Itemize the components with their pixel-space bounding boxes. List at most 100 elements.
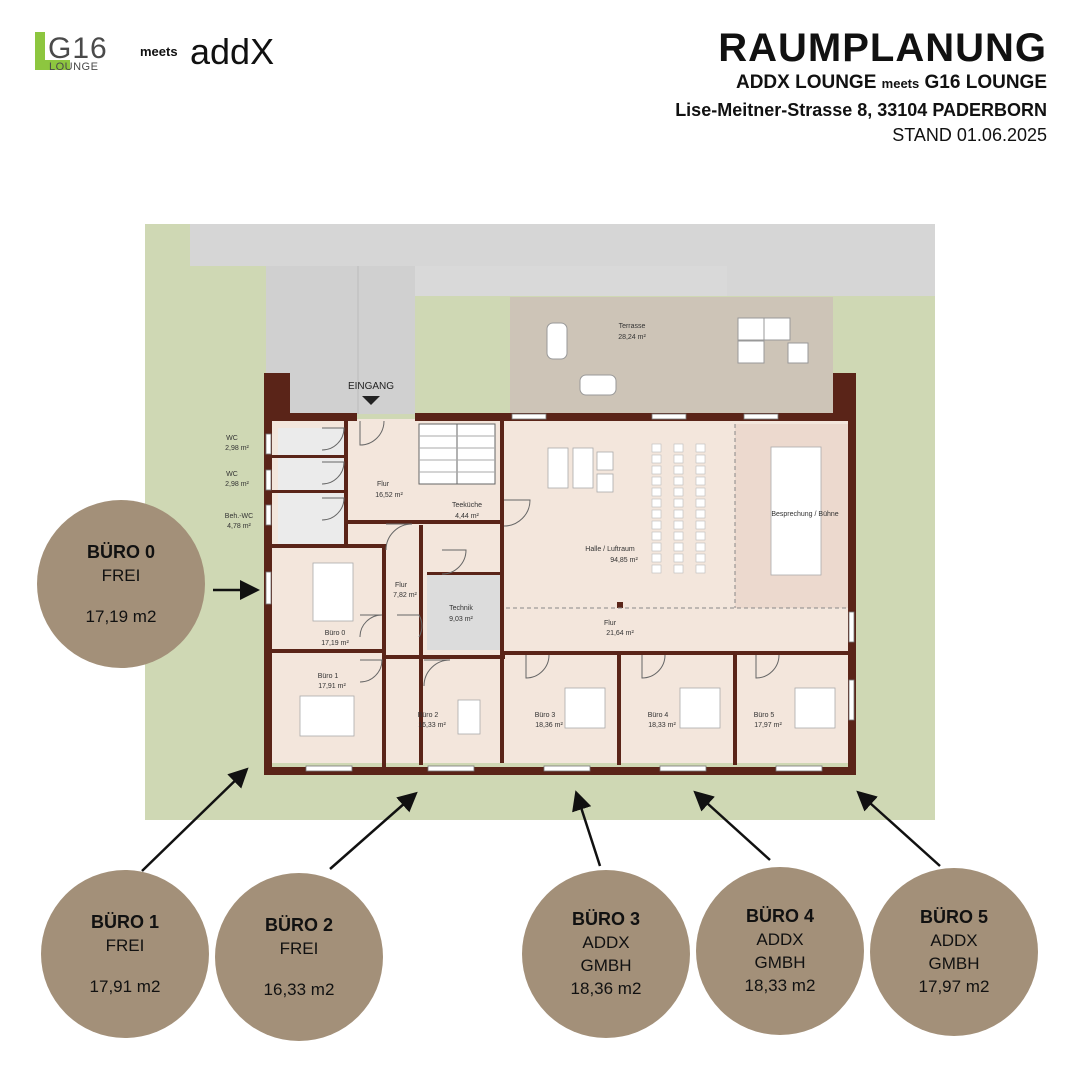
lounge-seat xyxy=(787,342,809,364)
office-area: 17,91 m2 xyxy=(89,976,161,996)
room-area-buero0: 17,19 m² xyxy=(321,640,349,647)
seat xyxy=(651,509,662,519)
room-area-flur3: 21,64 m² xyxy=(606,630,634,637)
seat xyxy=(695,520,706,530)
arrow-buero3 xyxy=(572,790,602,867)
room-name-buero3: Büro 3 xyxy=(535,712,556,719)
wc-floor xyxy=(278,428,344,544)
office-area: 18,33 m2 xyxy=(744,976,816,995)
seat xyxy=(673,509,684,519)
windows xyxy=(265,413,855,772)
seat xyxy=(673,476,684,486)
entrance-arrow-icon xyxy=(362,396,380,405)
paving-right xyxy=(727,266,935,296)
room-area-buero5: 17,97 m² xyxy=(754,722,782,729)
office-name: BÜRO 5 xyxy=(919,907,988,927)
room-area-buero4: 18,33 m² xyxy=(648,722,676,729)
paving-top xyxy=(190,224,935,266)
seat-rows xyxy=(651,443,706,574)
room-name-buero4: Büro 4 xyxy=(648,712,669,719)
lounge-chair xyxy=(546,322,568,360)
room-name-halle: Halle / Luftraum xyxy=(585,546,635,553)
seat xyxy=(673,553,684,563)
seat xyxy=(651,531,662,541)
room-name-buero0: Büro 0 xyxy=(325,630,346,637)
seat xyxy=(695,476,706,486)
room-labels: Terrasse 28,24 m² WC 2,98 m² WC 2,98 m² … xyxy=(225,323,839,729)
seat xyxy=(673,520,684,530)
seat xyxy=(695,454,706,464)
room-name-wc2: WC xyxy=(226,471,238,478)
seat xyxy=(695,564,706,574)
room-name-behwc: Beh.-WC xyxy=(225,513,253,520)
room-name-flur3: Flur xyxy=(604,620,617,627)
office-badge-buero3: BÜRO 3 ADDX GMBH 18,36 m2 xyxy=(522,870,690,1038)
driveway xyxy=(266,266,415,414)
seat xyxy=(651,443,662,453)
office-area: 17,19 m2 xyxy=(85,606,157,626)
room-name-flur2: Flur xyxy=(395,582,408,589)
pointer-arrows xyxy=(141,580,941,872)
room-area-technik: 9,03 m² xyxy=(449,616,473,623)
paving-mid xyxy=(415,266,727,296)
subtitle-right: G16 LOUNGE xyxy=(924,72,1047,93)
seat xyxy=(695,443,706,453)
office-tenant-line1: ADDX xyxy=(930,931,978,950)
room-area-behwc: 4,78 m² xyxy=(227,523,251,530)
seat xyxy=(651,498,662,508)
office-name: BÜRO 3 xyxy=(571,909,640,929)
office-name: BÜRO 2 xyxy=(264,914,333,935)
logo-addx: addX xyxy=(190,31,274,72)
room-area-flur1: 16,52 m² xyxy=(375,492,403,499)
seat xyxy=(695,465,706,475)
office-status: FREI xyxy=(101,565,141,585)
seat xyxy=(673,454,684,464)
office-badge-buero5: BÜRO 5 ADDX GMBH 17,97 m2 xyxy=(870,868,1038,1036)
seat xyxy=(695,487,706,497)
office-tenant-line2: GMBH xyxy=(580,956,632,975)
seat xyxy=(651,542,662,552)
page-date: STAND 01.06.2025 xyxy=(892,125,1047,145)
seat xyxy=(651,476,662,486)
room-name-wc1: WC xyxy=(226,435,238,442)
office-area: 17,97 m2 xyxy=(918,977,990,996)
room-area-terrasse: 28,24 m² xyxy=(618,334,646,341)
room-name-buero2: Büro 2 xyxy=(418,712,439,719)
office-status: FREI xyxy=(279,938,319,958)
room-name-technik: Technik xyxy=(449,605,473,612)
logo-lounge: LOUNGE xyxy=(49,61,98,73)
subtitle-left: ADDX LOUNGE xyxy=(735,72,877,93)
office-tenant-line2: GMBH xyxy=(754,953,806,972)
office-area: 16,33 m2 xyxy=(263,979,335,999)
office-tenant-line1: ADDX xyxy=(756,930,804,949)
office-name: BÜRO 4 xyxy=(745,906,814,926)
arrow-buero1 xyxy=(141,767,249,872)
arrow-buero4 xyxy=(693,790,771,861)
g16-leaf-icon xyxy=(35,32,70,70)
seat xyxy=(673,564,684,574)
arrow-buero5 xyxy=(856,790,941,867)
room-area-wc2: 2,98 m² xyxy=(225,481,249,488)
seat xyxy=(651,553,662,563)
office-badge-buero2: BÜRO 2 FREI 16,33 m2 xyxy=(215,873,383,1041)
technik-floor xyxy=(427,572,500,650)
seat xyxy=(651,465,662,475)
seat xyxy=(673,487,684,497)
arrow-buero2 xyxy=(329,791,418,870)
seat xyxy=(695,531,706,541)
room-name-buero5: Büro 5 xyxy=(754,712,775,719)
logo-meets: meets xyxy=(140,44,178,59)
seat xyxy=(673,531,684,541)
seat xyxy=(695,553,706,563)
hall-furniture xyxy=(547,446,822,576)
subtitle-meets: meets xyxy=(881,76,920,91)
seat xyxy=(673,542,684,552)
room-area-flur2: 7,82 m² xyxy=(393,592,417,599)
lounge-seat xyxy=(737,340,765,364)
seat xyxy=(695,542,706,552)
seat xyxy=(695,509,706,519)
office-badge-buero4: BÜRO 4 ADDX GMBH 18,33 m2 xyxy=(696,867,864,1035)
office-badge-buero0: BÜRO 0 FREI 17,19 m2 xyxy=(37,500,205,668)
room-name-flur1: Flur xyxy=(377,481,390,488)
